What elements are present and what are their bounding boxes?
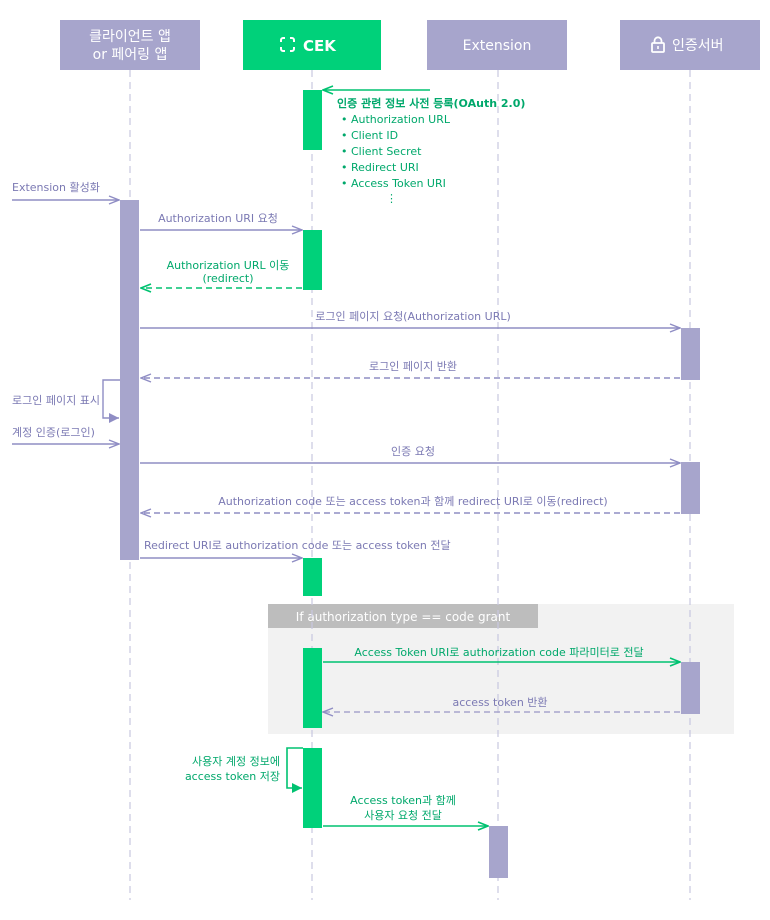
label-account-auth: 계정 인증(로그인) <box>12 426 95 439</box>
label-token-uri-call: Access Token URI로 authorization code 파라미… <box>354 646 643 659</box>
label-login-page-show: 로그인 페이지 표시 <box>12 394 100 407</box>
label-auth-url-redirect-1: Authorization URL 이동 <box>167 259 290 272</box>
note-register-item-3: • Client Secret <box>341 145 422 158</box>
group-label: If authorization type == code grant <box>296 610 511 624</box>
label-ext-activate: Extension 활성화 <box>12 180 100 194</box>
activation-client <box>120 200 139 560</box>
activation-extension <box>489 826 508 878</box>
lock-icon <box>651 36 665 53</box>
label-token-return: access token 반환 <box>452 696 547 709</box>
label-store-token-1: 사용자 계정 정보에 <box>192 755 280 768</box>
note-register-item-5: • Access Token URI <box>341 177 446 190</box>
participant-auth: 인증서버 <box>620 20 760 70</box>
label-auth-request: 인증 요청 <box>391 445 435 458</box>
note-register-item-2: • Client ID <box>341 129 398 142</box>
label-login-page-request: 로그인 페이지 요청(Authorization URL) <box>315 310 511 323</box>
cek-logo-icon <box>280 37 295 52</box>
arrow-store-token <box>286 747 303 793</box>
label-send-extension-1: Access token과 함께 <box>350 794 456 807</box>
label-store-token-2: access token 저장 <box>185 770 280 783</box>
activation-cek-2 <box>303 230 322 290</box>
label-code-redirect: Authorization code 또는 access token과 함께 r… <box>218 495 607 508</box>
label-send-extension-2: 사용자 요청 전달 <box>364 809 442 822</box>
arrow-login-page-show <box>102 379 120 423</box>
label-redirect-forward: Redirect URI로 authorization code 또는 acce… <box>144 539 451 552</box>
activation-auth-2 <box>681 462 700 514</box>
participant-client-line2: or 페어링 앱 <box>93 47 168 63</box>
label-login-page-return: 로그인 페이지 반환 <box>369 360 457 373</box>
activation-cek-3 <box>303 558 322 596</box>
note-register-item-4: • Redirect URI <box>341 161 419 174</box>
participant-client: 클라이언트 앱 or 페어링 앱 <box>60 20 200 70</box>
label-auth-uri-request: Authorization URI 요청 <box>158 212 278 225</box>
activation-cek-5 <box>303 748 322 828</box>
participant-cek-label: CEK <box>303 37 337 55</box>
note-register-item-1: • Authorization URL <box>341 113 451 126</box>
activation-auth-1 <box>681 328 700 380</box>
participant-extension: Extension <box>427 20 567 70</box>
participant-client-line1: 클라이언트 앱 <box>89 29 171 45</box>
activation-auth-3 <box>681 662 700 714</box>
activation-cek-1 <box>303 90 322 150</box>
label-auth-url-redirect-2: (redirect) <box>202 272 253 285</box>
participant-auth-label: 인증서버 <box>672 38 724 54</box>
activation-cek-4 <box>303 648 322 728</box>
note-register-title: 인증 관련 정보 사전 등록(OAuth 2.0) <box>337 96 525 110</box>
participant-cek: CEK <box>243 20 381 70</box>
group-label-box <box>268 604 538 628</box>
note-register-more: ⋮ <box>386 192 397 205</box>
participant-extension-label: Extension <box>463 38 532 54</box>
